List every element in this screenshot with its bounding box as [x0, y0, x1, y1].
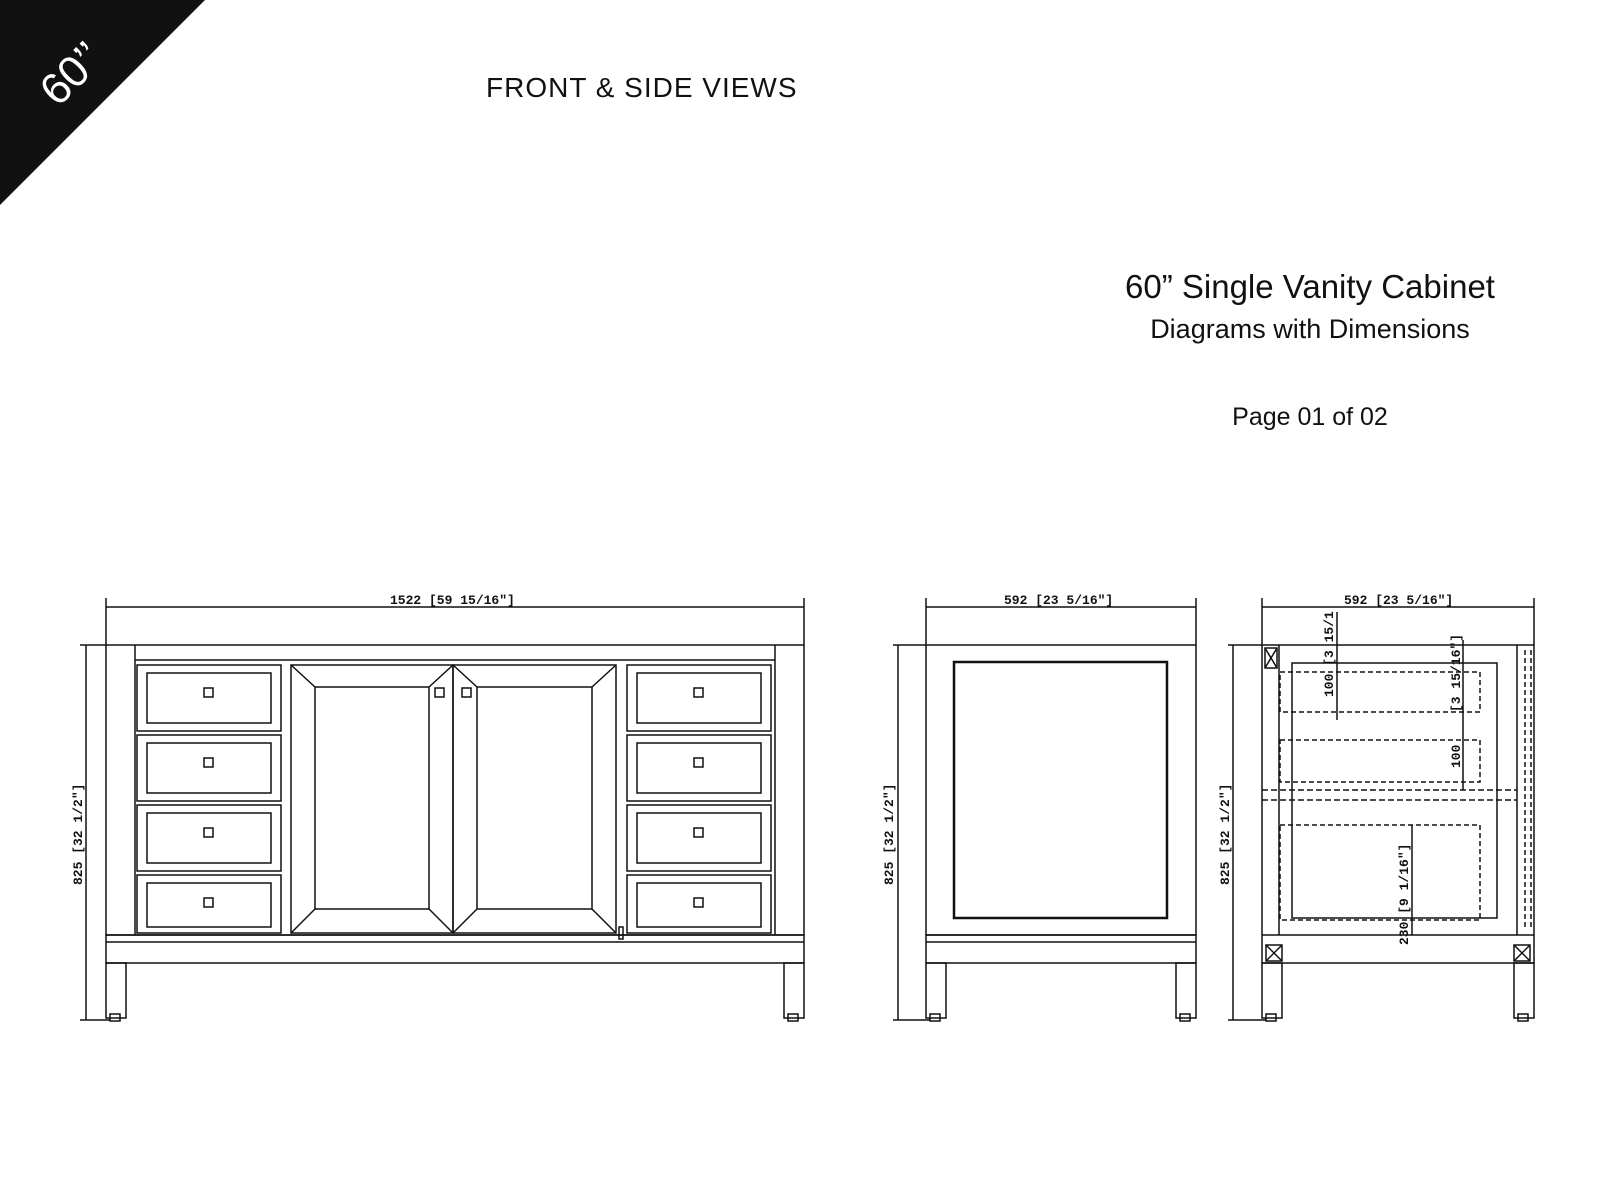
- side-view: [893, 598, 1197, 1022]
- side-width-dimension: 592 [23 5/16"]: [1004, 593, 1113, 608]
- section-top-offset-dimension: 100 [3 15/1: [1322, 611, 1337, 697]
- section-inner-top-dimension: [3 15/16"]: [1449, 634, 1464, 712]
- page-number: Page 01 of 02: [1232, 403, 1388, 431]
- section-shelf-gap-dimension: 100: [1449, 744, 1464, 768]
- left-drawer-stack: [136, 664, 282, 934]
- section-width-dimension: 592 [23 5/16"]: [1344, 593, 1453, 608]
- corner-badge: 60’’ SINGLE: [0, 0, 205, 205]
- center-doors: [290, 664, 624, 940]
- drawing-subtitle: Diagrams with Dimensions: [1150, 314, 1470, 344]
- section-height-dimension: 825 [32 1/2"]: [1218, 784, 1233, 885]
- page-heading: FRONT & SIDE VIEWS: [486, 72, 798, 103]
- front-height-dimension: 825 [32 1/2"]: [71, 784, 86, 885]
- side-height-dimension: 825 [32 1/2"]: [882, 784, 897, 885]
- drawing-title: 60” Single Vanity Cabinet: [1125, 268, 1495, 305]
- section-view: [1228, 598, 1535, 1022]
- title-block: 60” Single Vanity Cabinet Diagrams with …: [1100, 268, 1520, 432]
- section-inner-height-dimension: 230 [9 1/16"]: [1397, 844, 1412, 945]
- front-view: [80, 598, 805, 1022]
- front-width-dimension: 1522 [59 15/16"]: [390, 593, 515, 608]
- right-drawer-stack: [626, 664, 772, 934]
